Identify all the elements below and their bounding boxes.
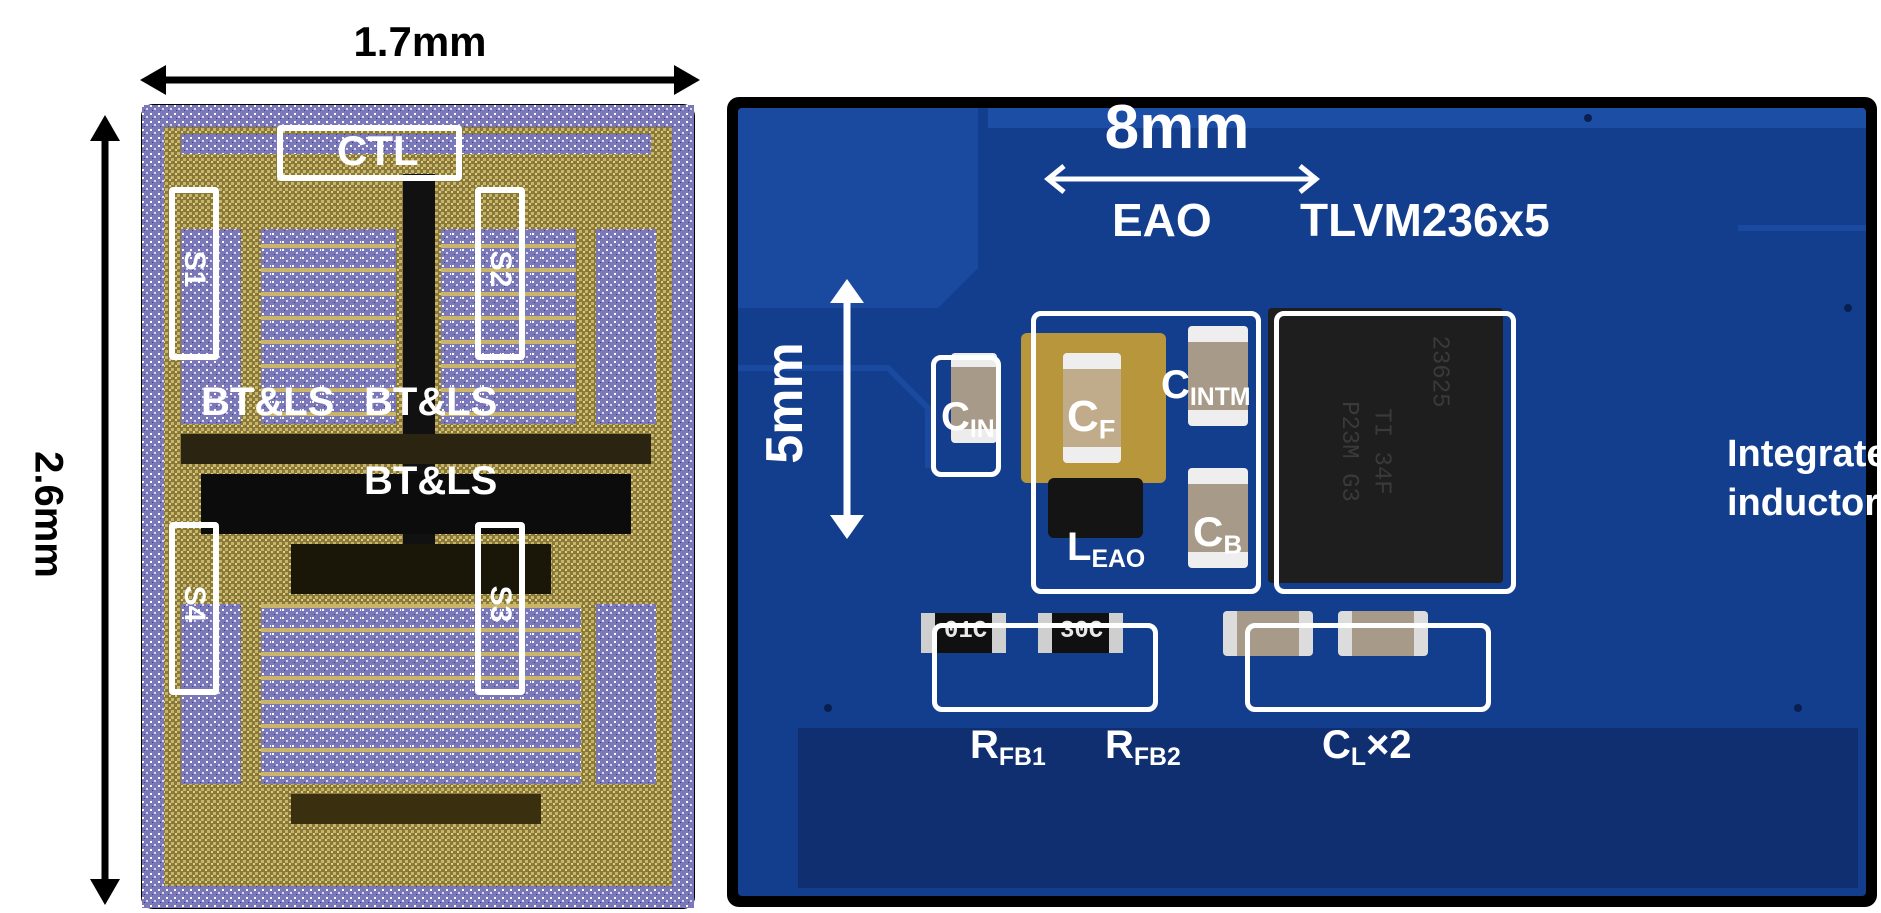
- rfb1-label-main: R: [970, 723, 999, 767]
- cin-label-main: C: [941, 395, 970, 439]
- rfb1-label: RFB1: [970, 725, 1046, 771]
- board-width-arrow: [1044, 164, 1320, 194]
- cl-capacitor-1: [1223, 611, 1313, 656]
- cb-label-main: C: [1193, 508, 1224, 555]
- cf-label-main: C: [1067, 392, 1099, 441]
- board-height-arrow: [830, 279, 864, 539]
- cl-label-sub: L: [1350, 743, 1367, 771]
- btls-center-label: BT&LS: [364, 459, 498, 503]
- cin-box: [931, 355, 1001, 477]
- s4-block-label: S4: [178, 585, 211, 623]
- s1-block-label: S1: [178, 250, 211, 288]
- cl-label-suffix: ×2: [1366, 723, 1412, 767]
- btls-left-label: BT&LS: [201, 380, 335, 424]
- pcb-photo-panel: TI 34F P23M G3 23625 01C 30C 8mm 5mm EAO…: [727, 93, 1881, 907]
- eao-label: EAO: [1112, 194, 1212, 246]
- leao-inductor-body: [1048, 478, 1143, 538]
- btls-right-label: BT&LS: [364, 380, 498, 424]
- rfb2-label: RFB2: [1105, 725, 1181, 771]
- leao-label: LEAO: [1067, 527, 1145, 573]
- rfb-box: [932, 623, 1158, 712]
- cl-label: CL×2: [1322, 725, 1412, 771]
- cb-label-sub: B: [1223, 529, 1243, 560]
- cb-capacitor: [1188, 468, 1248, 568]
- cb-label: CB: [1193, 508, 1243, 560]
- rfb2-code: 30C: [1060, 618, 1104, 645]
- eao-box: [1031, 311, 1261, 594]
- board-height-label: 5mm: [756, 342, 814, 464]
- die-layout-drawing: [142, 105, 694, 908]
- die-width-label: 1.7mm: [353, 18, 487, 65]
- cintm-label-sub: INTM: [1189, 383, 1251, 411]
- inductor-label: Integrated inductor: [1727, 433, 1881, 525]
- s2-block-box: [475, 187, 525, 360]
- die-height-label: 2.6mm: [26, 451, 71, 578]
- module-label: TLVM236x5: [1300, 194, 1550, 246]
- cf-capacitor: [1063, 353, 1121, 463]
- rfb2-label-main: R: [1105, 723, 1134, 767]
- die-image: CTL S1 S2 S4 S3 BT&LS BT&LS BT&LS: [141, 104, 695, 909]
- cf-label: CF: [1067, 395, 1115, 443]
- leao-label-sub: EAO: [1091, 545, 1146, 573]
- s3-block-box: [475, 522, 525, 695]
- cl-label-main: C: [1322, 723, 1351, 767]
- ctl-block-label: CTL: [337, 127, 419, 174]
- cl-capacitor-2: [1338, 611, 1428, 656]
- cintm-label: CINTM: [1161, 365, 1251, 411]
- cin-label-sub: IN: [969, 415, 995, 443]
- s1-block-box: [169, 187, 219, 360]
- die-width-arrow: [140, 65, 700, 95]
- rfb1-label-sub: FB1: [998, 743, 1046, 771]
- pcb-board: TI 34F P23M G3 23625 01C 30C: [738, 108, 1866, 896]
- rfb1-code: 01C: [944, 618, 988, 645]
- rfb2-label-sub: FB2: [1133, 743, 1181, 771]
- cintm-capacitor: [1188, 326, 1248, 426]
- s3-block-label: S3: [484, 585, 517, 623]
- s4-block-box: [169, 522, 219, 695]
- ctl-block-box: [277, 125, 462, 181]
- tlvm-box: [1274, 311, 1516, 594]
- cf-label-sub: F: [1098, 413, 1116, 445]
- die-micrograph-panel: 1.7mm 2.6mm: [0, 0, 720, 913]
- cl-box: [1245, 623, 1491, 712]
- board-width-label: 8mm: [1104, 93, 1250, 162]
- tlvm-module-chip: [1268, 308, 1503, 583]
- s2-block-label: S2: [484, 250, 517, 288]
- leao-label-main: L: [1067, 525, 1092, 569]
- die-height-arrow: [90, 115, 120, 905]
- cin-label: CIN: [941, 397, 995, 443]
- cintm-label-main: C: [1161, 363, 1190, 407]
- pcb-traces: [738, 108, 1866, 888]
